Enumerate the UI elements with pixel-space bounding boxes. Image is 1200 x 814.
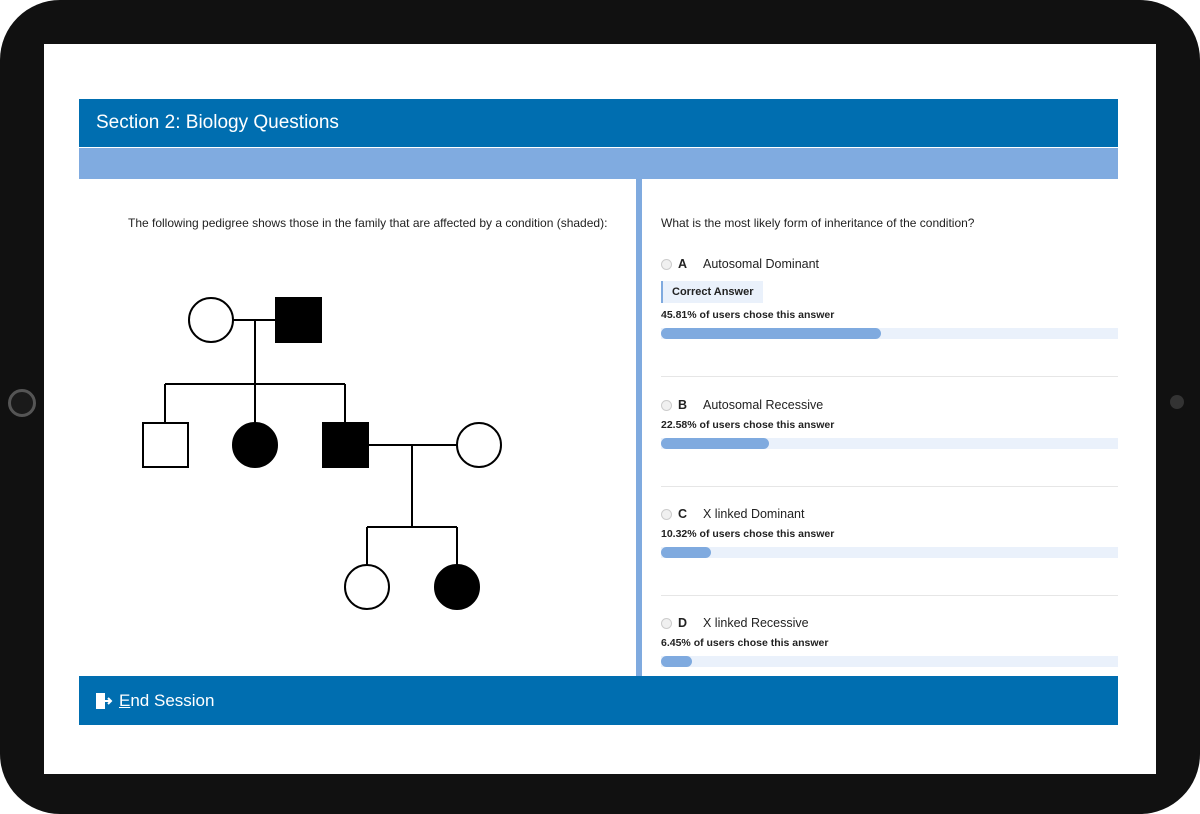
pedigree-diagram: [142, 297, 502, 610]
option-letter: D: [678, 616, 688, 630]
progress-fill: [661, 547, 711, 558]
pedigree-male-unaffected: [142, 422, 189, 468]
pedigree-male-affected: [275, 297, 322, 343]
exit-door-icon: [96, 692, 113, 709]
option-letter: B: [678, 398, 688, 412]
progress-track: [661, 328, 1118, 339]
radio-button[interactable]: [661, 617, 672, 629]
divider: [661, 486, 1118, 487]
divider: [661, 376, 1118, 377]
option-stat: 22.58% of users chose this answer: [661, 419, 835, 431]
pedigree-male-affected: [322, 422, 369, 468]
home-button[interactable]: [8, 389, 36, 417]
progress-track: [661, 547, 1118, 558]
correct-answer-badge: Correct Answer: [661, 281, 763, 303]
sub-bar: [79, 148, 1118, 179]
panel-divider: [636, 179, 642, 676]
end-session-accesskey: E: [119, 690, 131, 710]
end-session-button[interactable]: End Session: [79, 676, 1118, 725]
option-label: Autosomal Dominant: [703, 257, 820, 271]
option-label: X linked Recessive: [703, 616, 809, 630]
divider: [661, 595, 1118, 596]
progress-track: [661, 656, 1118, 667]
radio-button[interactable]: [661, 508, 672, 520]
camera: [1170, 395, 1184, 409]
option-c[interactable]: C X linked Dominant 10.32% of users chose…: [661, 506, 1118, 558]
option-stat: 6.45% of users chose this answer: [661, 637, 829, 649]
progress-fill: [661, 438, 770, 449]
radio-button[interactable]: [661, 258, 672, 270]
pedigree-female-affected: [434, 564, 480, 610]
option-a[interactable]: A Autosomal Dominant Correct Answer 45.81…: [661, 256, 1118, 339]
page-title: Section 2: Biology Questions: [96, 112, 339, 133]
pedigree-female-unaffected: [456, 422, 502, 468]
option-label: X linked Dominant: [703, 507, 805, 521]
end-session-label: nd Session: [130, 690, 215, 710]
option-stat: 10.32% of users chose this answer: [661, 528, 835, 540]
question-text: What is the most likely form of inherita…: [661, 216, 975, 230]
radio-button[interactable]: [661, 399, 672, 411]
question-stem-panel: The following pedigree shows those in th…: [79, 179, 636, 676]
option-letter: C: [678, 507, 688, 521]
option-label: Autosomal Recessive: [703, 398, 824, 412]
option-letter: A: [678, 257, 688, 271]
progress-fill: [661, 328, 881, 339]
answers-panel: What is the most likely form of inherita…: [643, 179, 1118, 676]
option-stat: 45.81% of users chose this answer: [661, 309, 835, 321]
progress-fill: [661, 656, 692, 667]
pedigree-female-affected: [232, 422, 278, 468]
pedigree-female-unaffected: [188, 297, 234, 343]
pedigree-intro: The following pedigree shows those in th…: [128, 216, 608, 230]
progress-track: [661, 438, 1118, 449]
section-header: Section 2: Biology Questions: [79, 99, 1118, 147]
option-b[interactable]: B Autosomal Recessive 22.58% of users cho…: [661, 397, 1118, 449]
pedigree-female-unaffected: [344, 564, 390, 610]
option-d[interactable]: D X linked Recessive 6.45% of users chose…: [661, 615, 1118, 667]
